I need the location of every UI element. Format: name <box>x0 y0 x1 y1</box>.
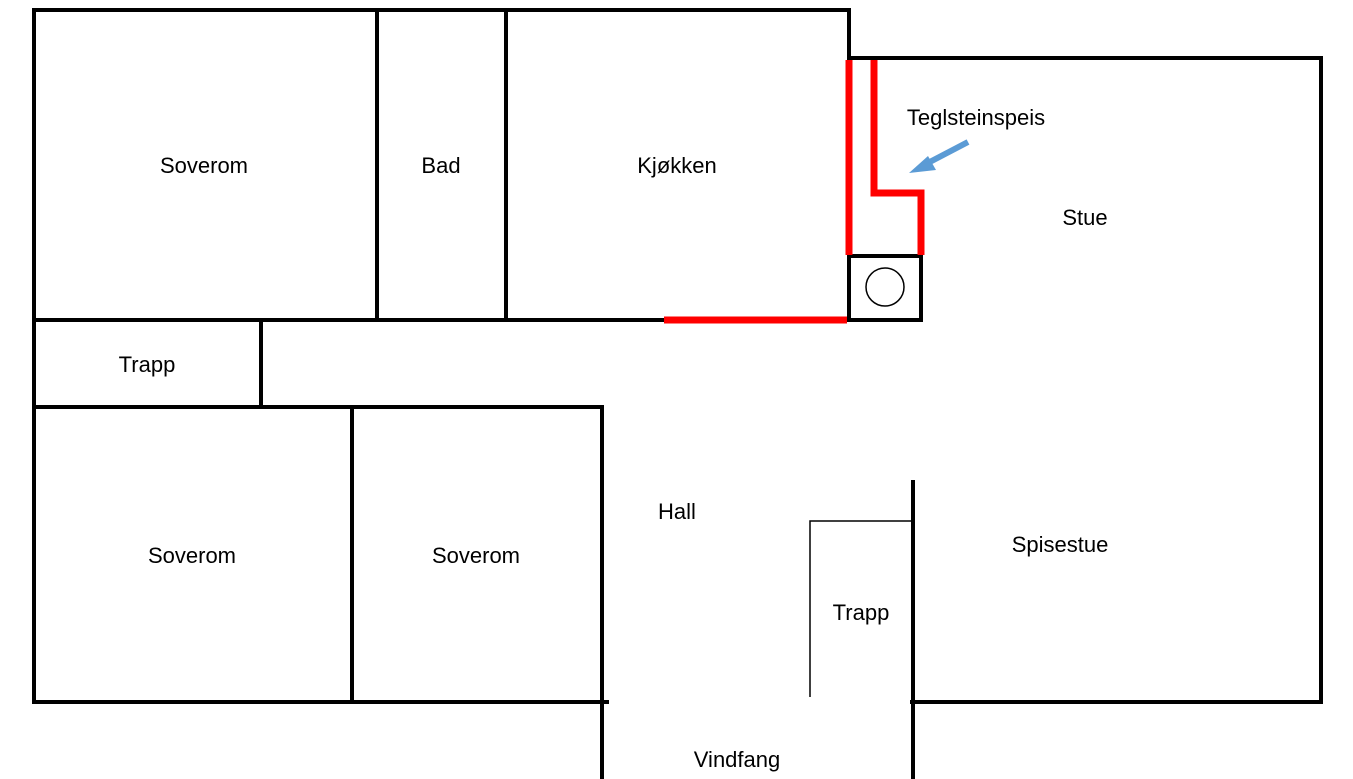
room-label-soverom-bottom-left: Soverom <box>147 543 237 568</box>
room-label-soverom-top: Soverom <box>159 153 249 178</box>
room-label-stue: Stue <box>1062 205 1108 230</box>
room-label-hall: Hall <box>658 499 696 524</box>
room-label-spisestue: Spisestue <box>1011 532 1109 557</box>
fireplace-chimney <box>847 254 923 322</box>
room-label-kjokken: Kjøkken <box>637 153 717 178</box>
stair-outline <box>809 520 913 697</box>
arrow-icon <box>909 139 970 173</box>
room-label-trapp-center: Trapp <box>832 600 890 625</box>
room-label-soverom-bottom-mid: Soverom <box>431 543 521 568</box>
room-label-bad: Bad <box>421 153 461 178</box>
room-label-trapp-left: Trapp <box>118 352 176 377</box>
fireplace-label: Teglsteinspeis <box>906 105 1046 130</box>
walls <box>32 8 1323 779</box>
room-label-vindfang: Vindfang <box>693 747 781 772</box>
fireplace-highlight <box>664 60 925 324</box>
